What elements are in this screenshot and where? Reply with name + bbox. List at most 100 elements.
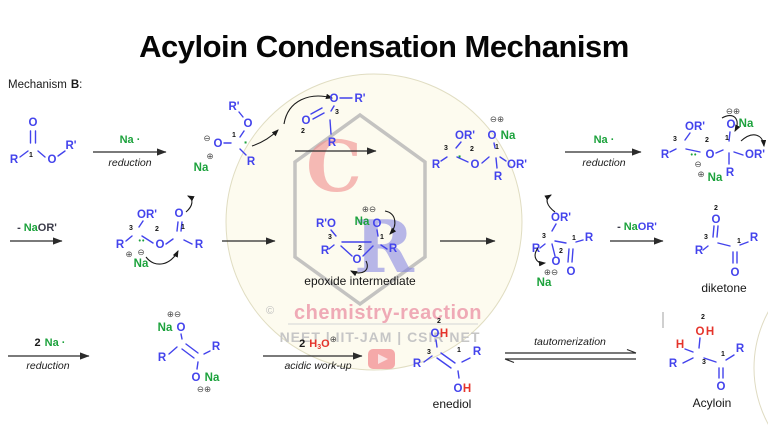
carbon-number: 1 [737,238,741,245]
curved-arrow [534,247,547,267]
atom-OR-prime: OR' [551,212,571,224]
atom-number: 2 [358,245,362,252]
atom-O: O [454,383,463,395]
atom-R: R [726,167,735,179]
atom-R: R [695,245,704,257]
atom-O: O [567,266,576,278]
plus-charge: ⊕ [330,334,337,344]
carbon-number: 3 [427,349,431,356]
atom-R: R [585,232,594,244]
reaction-step-4: -NaOR' [610,221,664,245]
charge-pair: ⊖⊕ [726,106,740,116]
reagent-label: Na · [594,134,615,146]
byproduct-label: -NaOR' [17,222,57,234]
atom-OR-prime: OR' [685,121,705,133]
atom-R: R [473,346,482,358]
atom-R: R [321,245,330,257]
atom-O: O [373,218,382,230]
watermark-letter-r: R [354,204,415,289]
atom-R: R [195,239,204,251]
carbon-number: 1 [725,135,729,142]
atom-Na: Na · [45,337,66,349]
condition-label: reduction [26,360,69,372]
atom-O: O [706,149,715,161]
atom-R-prime: R' [65,140,76,152]
bond [669,131,744,165]
reagent-label: Na · [120,134,141,146]
carbon-number: 1 [721,351,725,358]
atom-R: R [247,156,256,168]
curved-arrow [544,194,556,213]
charge-pair: ⊖⊕ [490,114,504,124]
watermark-arc [753,311,768,425]
structure-name-diketone: diketone [701,281,747,295]
structure-dimer-radical: OR' ⊖⊕ O Na 3 R · 2 O 1 OR' R [432,114,527,183]
atom-number: 2 [559,248,563,255]
equilibrium-arrow-reverse [504,358,636,364]
atom-R-prime: R' [228,101,239,113]
carbon-number: 1 [181,224,185,231]
structure-epoxide-intermediate: R'O ⊕⊖ Na O 3 1 R R 2 O epoxide intermed… [304,204,416,288]
carbon-number: 1 [29,152,33,159]
atom-R: R [432,159,441,171]
coefficient: 2 [299,338,305,350]
atom-O: O [48,154,57,166]
bond [423,339,471,379]
atom-H: H [706,326,714,338]
minus-charge: ⊖ [694,159,701,169]
structure-name-acyloin: Acyloin [693,396,732,410]
double-bond [29,130,37,144]
atom-R: R [10,154,19,166]
atom-Na: Na [158,322,173,334]
atom-Na: Na [24,222,39,234]
atom-OR-prime: OR' [745,149,765,161]
atom-R: R [389,243,398,255]
structure-ketyl-radical-anion: ⊖ O ⊕ Na 1 · O R' R [194,93,334,174]
radical-dot: · [244,134,249,150]
charge-pair: ⊕⊖ [544,267,558,277]
carbon-number: 1 [495,144,499,151]
youtube-play-triangle-icon [378,354,388,364]
carbon-number: 1 [572,235,576,242]
page-title: Acyloin Condensation Mechanism [139,29,629,64]
coefficient: 2 [35,337,41,349]
atom-O: O [175,208,184,220]
condition-label: acidic work-up [284,360,351,372]
plus-charge: ⊕ [206,151,213,161]
plus-charge: ⊕ [125,249,132,259]
minus-sign: - [617,221,621,233]
bond [539,223,584,263]
structure-enediol: 2 O H 3 R 1 R O H enediol [413,318,482,411]
watermark-brand: chemistry-reaction [294,302,482,324]
atom-number: 2 [701,314,705,321]
structure-alkoxide-ketone: OR' 3 R 2 O ⊕⊖ Na 1 O R [532,194,594,289]
bond [702,225,749,264]
carbon-number: 1 [232,132,236,139]
structure-enediolate: ⊕⊖ Na O R R O Na ⊖⊕ [158,309,221,394]
atom-Na: Na [501,130,516,142]
watermark-hexagon [293,112,427,307]
atom-R: R [669,358,678,370]
atom-R: R [116,239,125,251]
equilibrium-arrow-forward [505,348,637,354]
structure-attacking-ester: O R' 3 O 2 R [301,93,366,149]
atom-R: R [750,232,759,244]
structure-name-epoxide: epoxide intermediate [304,274,416,288]
atom-number: 2 [155,226,159,233]
atom-O: O [214,138,223,150]
atom-O: O [717,381,726,393]
atom-O: O [177,322,186,334]
carbon-number: 3 [704,234,708,241]
carbon-number: 3 [129,225,133,232]
carbon-number: 3 [444,145,448,152]
carbon-number: 1 [457,347,461,354]
watermark: C R © chemistry-reaction NEET | IIT-JAM … [225,73,768,425]
minus-sign: - [17,222,21,234]
atom-H: H [676,339,684,351]
atom-O: O [712,214,721,226]
atom-Na: Na [624,221,639,233]
curved-arrow [283,93,334,125]
atom-O: O [696,326,705,338]
atom-O: O [29,117,38,129]
bond [328,229,388,257]
